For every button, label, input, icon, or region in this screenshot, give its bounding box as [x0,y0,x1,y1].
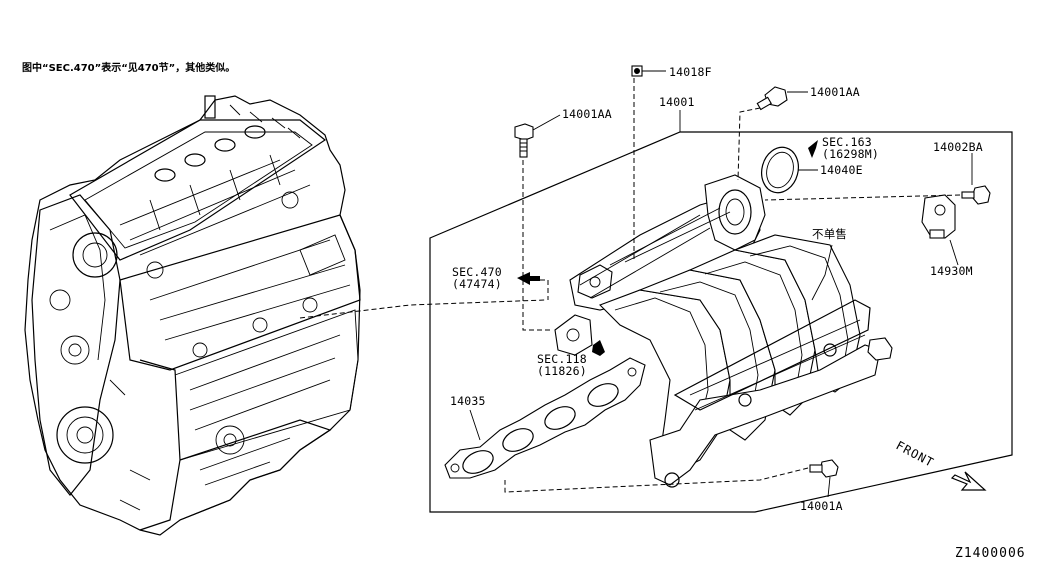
not-sold-label: 不单售 [812,227,847,241]
bolt-path-14001AA-left [522,160,550,331]
intake-gasket-illustration [444,357,646,479]
callout-leader-14001AA-left [532,114,561,131]
bolt-path-14002BA [764,194,961,201]
sec118-label: SEC.118 [537,352,587,366]
callout-14001AA-left: 14001AA [562,107,612,121]
header-note: 图中“SEC.470”表示“见470节”，其他类似。 [22,61,235,74]
callout-leader-14035 [469,409,481,441]
callout-leader-14930M [949,239,959,266]
callout-14018F: 14018F [669,65,712,79]
sec163-label: SEC.163 [822,135,872,149]
sec470-path [540,279,549,300]
callout-14001AA-right: 14001AA [810,85,860,99]
intake-manifold-illustration [554,174,893,488]
bolt-path-14001AA-right [737,107,761,181]
sec470-part: (47474) [452,277,502,291]
callout-leader-14001A [827,476,831,498]
callout-14040E: 14040E [820,163,863,177]
callout-14001: 14001 [659,95,695,109]
plug-14018F-icon [631,65,643,77]
sec163-part: (16298M) [822,147,879,161]
sec163-arrow-icon [808,140,818,158]
bolt-14001AA-right-icon [756,86,788,111]
bolt-14001A-icon [809,459,839,478]
sec118-part: (11826) [537,364,587,378]
bolt-14001AA-left-icon [514,123,534,158]
front-direction-arrow-icon [950,471,987,491]
callout-14035: 14035 [450,394,486,408]
callout-14001A: 14001A [800,499,843,513]
throttle-gasket-14040E-icon [761,146,799,194]
callout-leader-not-sold [811,244,833,301]
front-label: FRONT [894,438,937,470]
sec118-arrow-icon [592,340,605,356]
diagram-code: Z1400006 [955,546,1026,561]
callout-14002BA: 14002BA [933,140,983,154]
sec470-arrow-icon [517,272,540,285]
bolt-path-14001A [504,467,809,493]
sec470-label: SEC.470 [452,265,502,279]
engine-assembly-illustration [24,95,361,536]
bolt-14002BA-icon [961,185,991,205]
valve-14930M-icon [921,194,956,239]
callout-14930M: 14930M [930,264,973,278]
mount-leader-line [299,299,546,319]
